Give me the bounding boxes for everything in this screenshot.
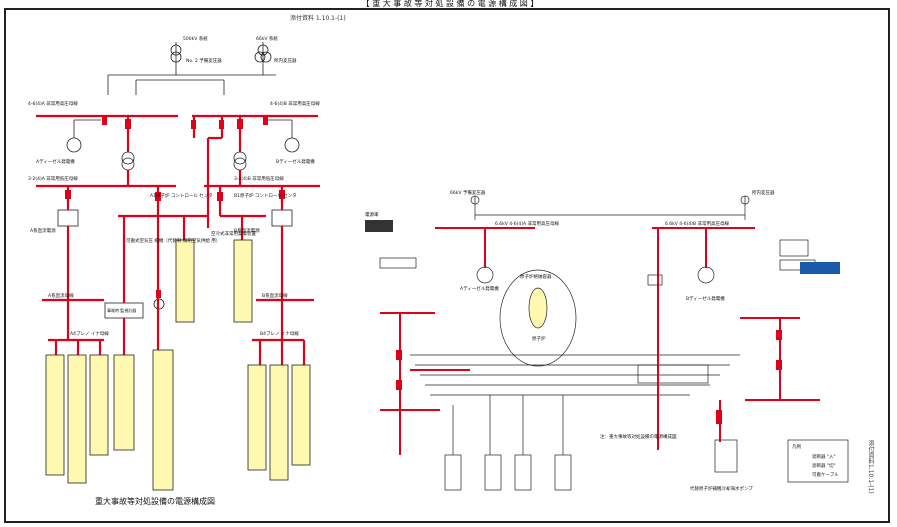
- left-dg-a-label: Aディーゼル発電機: [36, 158, 75, 165]
- right-power-diagram: 66kV 予備変圧器 所内変圧器 電源車 6.6kV 4-6(4)A 非常用高圧…: [365, 189, 849, 492]
- left-dg-b-label: Bディーゼル発電機: [276, 158, 315, 165]
- left-src-500-label: 500kV 系統: [183, 35, 208, 42]
- legend-item-3: 可搬ケーブル: [812, 471, 839, 478]
- left-mobile-label: 空冷式非常用発電装置: [211, 230, 256, 237]
- right-note: 注：重大事故等対処設備の電源構成図: [600, 433, 677, 440]
- left-tr-start-label: 所内変圧器: [274, 57, 297, 64]
- left-bus-a-label: 4-6(4)A 非常用高圧母線: [28, 100, 78, 107]
- right-src1-label: 66kV 予備変圧器: [450, 189, 486, 196]
- left-power-diagram: 500kV 系統 66kV 系統 No. 2 予備変圧器 所内変圧器 4-6(4…: [28, 35, 320, 491]
- left-inv-b-label: B4ブレノ イナ母線: [260, 330, 299, 337]
- right-pump-label: 代替原子炉補機冷却海水ポンプ: [690, 485, 753, 492]
- left-dc-bus-b-label: B系直流母線: [262, 292, 288, 299]
- left-cc-b-label: B1原子炉 コントロール センタ: [234, 192, 297, 199]
- left-mcc-b-label: 3-2(4)B 非常用低圧母線: [234, 175, 284, 182]
- legend-item-2: 遮断器 "切": [812, 462, 836, 469]
- document-number: 添付資料 1.10.1-(1): [290, 15, 346, 22]
- right-core-label: 原子炉: [532, 335, 546, 342]
- right-dg-b-label: Bディーゼル発電機: [686, 295, 725, 302]
- left-dc-b-label: B系直流電源: [234, 227, 260, 234]
- right-src2-label: 所内変圧器: [752, 189, 775, 196]
- left-src-66-label: 66kV 系統: [256, 35, 278, 42]
- right-bus-b-label: 6.6kV 4-6(4)B 非常用高圧母線: [665, 220, 730, 227]
- document-title: 【 重 大 事 故 等 対 処 設 備 の 電 源 構 成 図 】: [361, 0, 539, 8]
- left-box-mid-label: 事故時 監視計器: [107, 307, 136, 313]
- left-dc-a-label: A系直流電源: [30, 227, 56, 234]
- right-rpv-label: 原子炉格納容器: [520, 273, 552, 280]
- left-inv-a-label: A4ブレノ イナ母線: [70, 330, 109, 337]
- left-tr2-label: No. 2 予備変圧器: [186, 57, 222, 64]
- side-reference: 添付資料1.10.1-(1): [867, 440, 874, 494]
- left-mcc-a-label: 3-2(4)A 非常用低圧母線: [28, 175, 78, 182]
- left-portable-label: 可搬式空気圧 縮機（代替制 御用空気供給 用）: [126, 237, 220, 244]
- page-frame: [4, 8, 890, 523]
- right-dg-a-label: Aディーゼル発電機: [460, 285, 499, 292]
- left-bus-b-label: 4-6(4)B 非常用高圧母線: [270, 100, 320, 107]
- right-truck-label: 電源車: [365, 211, 379, 218]
- legend-item-1: 遮断器 "入": [812, 453, 836, 460]
- legend-title: 凡例: [792, 443, 801, 450]
- diagram-caption: 重大事故等対処設備の電源構成図: [95, 497, 215, 506]
- left-dc-bus-a-label: A系直流母線: [48, 292, 74, 299]
- right-bus-a-label: 6.6kV 4-6(4)A 非常用高圧母線: [495, 220, 560, 227]
- left-cc-a-label: A1原子炉 コントロール センタ: [150, 192, 213, 199]
